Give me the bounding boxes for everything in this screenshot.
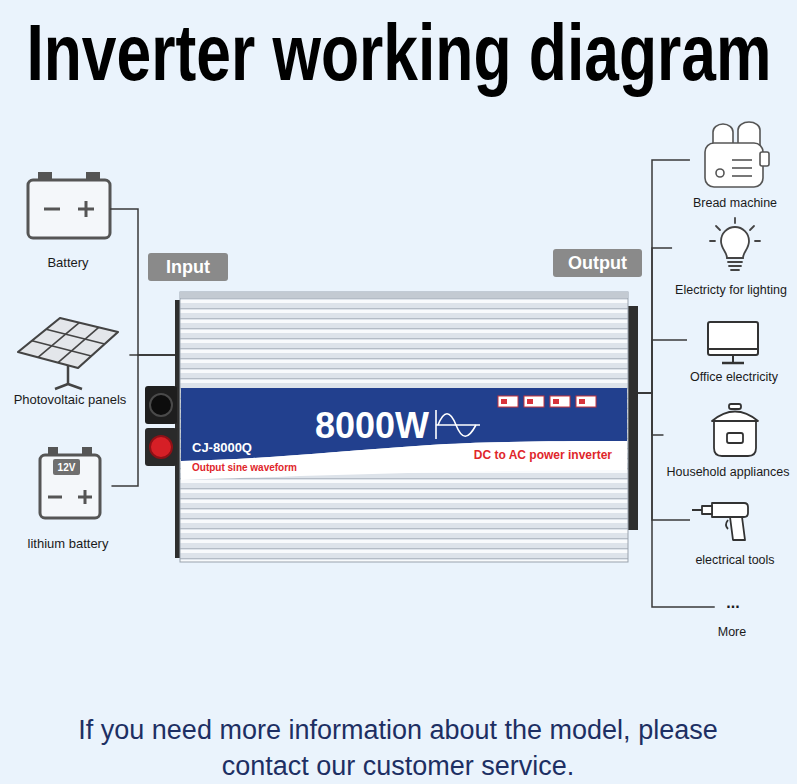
- connector-line: [638, 393, 663, 435]
- connector-line: [638, 393, 690, 520]
- tools-node: electrical tools: [690, 500, 778, 570]
- drill-icon: [692, 503, 748, 540]
- battery-icon: [28, 172, 110, 238]
- solar-panel-icon: [18, 318, 118, 389]
- connector-line: [638, 248, 672, 393]
- inverter-unit: 8000W CJ-8000Q Output sine waveform DC to A…: [175, 290, 638, 562]
- caption: If you need more information about the m…: [58, 712, 738, 784]
- power-rating: 8000W: [315, 405, 429, 446]
- voltage-mark: 12V: [58, 462, 76, 474]
- light-bulb-icon: [710, 218, 760, 270]
- waveform-note: Output sine waveform: [192, 462, 297, 474]
- bread-machine-node: Bread machine: [690, 120, 780, 213]
- product-type: DC to AC power inverter: [474, 449, 612, 463]
- more-node: ... More: [715, 591, 749, 642]
- ellipsis-mark: ...: [726, 594, 739, 612]
- dc-terminals: [145, 386, 177, 466]
- tag-label: Input: [166, 257, 210, 277]
- device-label: Household appliances: [666, 465, 789, 479]
- device-label: More: [718, 625, 746, 639]
- monitor-icon: [708, 322, 758, 363]
- device-label: lithium battery: [28, 537, 109, 552]
- lithium-battery-node: 12V lithium battery: [25, 446, 112, 555]
- connector-line: [638, 340, 687, 393]
- title: Inverter working diagram: [26, 13, 771, 93]
- input-tag: Input: [148, 253, 228, 281]
- battery-node: Battery: [28, 170, 110, 274]
- device-label: Photovoltaic panels: [14, 393, 127, 408]
- solar-panel-node: Photovoltaic panels: [11, 316, 130, 411]
- connector-line: [638, 160, 690, 393]
- tag-label: Output: [568, 253, 627, 273]
- connector-line: [638, 393, 715, 607]
- connector-group: [110, 160, 715, 607]
- device-label: Office electricity: [690, 370, 778, 384]
- device-label: electrical tools: [695, 553, 774, 567]
- model-number: CJ-8000Q: [192, 441, 252, 456]
- device-label: Battery: [47, 256, 88, 271]
- sine-wave-symbol: [436, 410, 480, 439]
- lighting-node: Electricty for lighting: [672, 216, 790, 300]
- connector-line: [111, 355, 175, 486]
- device-label: Electricty for lighting: [675, 283, 787, 297]
- device-label: Bread machine: [693, 196, 777, 210]
- bread-machine-icon: [705, 122, 769, 187]
- lithium-battery-icon: [40, 447, 100, 518]
- inverter-body: [145, 292, 638, 562]
- office-node: Office electricity: [687, 320, 781, 387]
- indicator-lights: [498, 396, 596, 407]
- connector-line: [110, 209, 175, 355]
- output-tag: Output: [553, 249, 642, 277]
- rice-cooker-icon: [712, 404, 758, 456]
- appliance-node: Household appliances: [663, 400, 792, 482]
